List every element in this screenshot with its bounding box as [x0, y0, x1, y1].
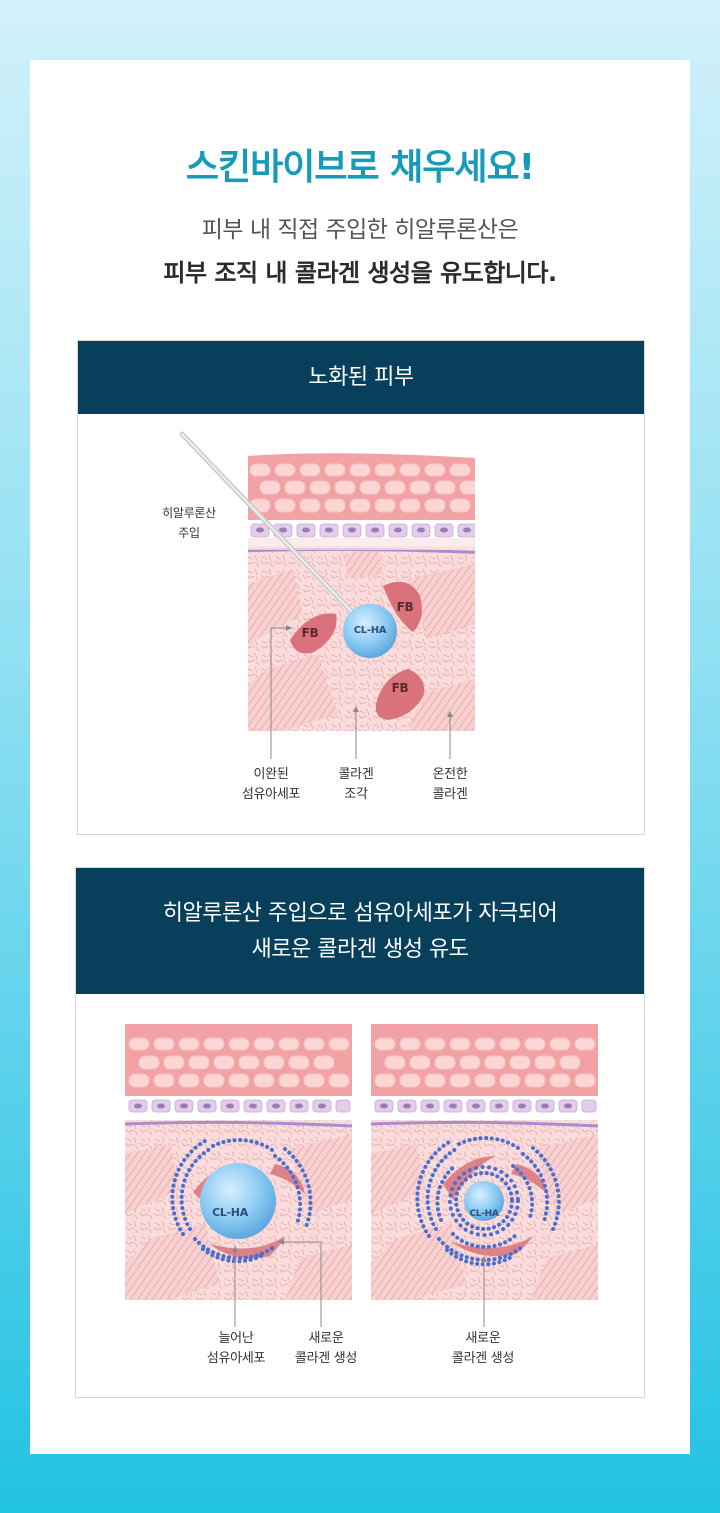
- content-card: 스킨바이브로 채우세요! 피부 내 직접 주입한 히알루론산은 피부 조직 내 …: [30, 60, 690, 1454]
- fibroblast-cells: [290, 581, 425, 720]
- new-collagen-panel: 히알루론산 주입으로 섬유아세포가 자극되어 새로운 콜라겐 생성 유도: [75, 867, 645, 1398]
- ha-sphere-left: [200, 1163, 276, 1239]
- skin-section-left: [123, 1022, 354, 1302]
- new-collagen-panel-title: 히알루론산 주입으로 섬유아세포가 자극되어 새로운 콜라겐 생성 유도: [76, 868, 644, 994]
- ha-sphere-label: CL-HA: [353, 625, 387, 636]
- collagen-dots-right: [415, 1136, 561, 1267]
- new-collagen-illustration: [123, 1022, 600, 1327]
- aged-skin-panel-title: 노화된 피부: [78, 341, 644, 414]
- ha-sphere-left-label: CL-HA: [212, 1206, 248, 1219]
- subtitle-line-2: 피부 조직 내 콜라겐 생성을 유도합니다.: [163, 259, 557, 287]
- skin-section-right: [369, 1022, 600, 1302]
- collagen-dots-left: [170, 1138, 313, 1264]
- injection-label: 히알루론산 주입: [162, 506, 216, 540]
- fibroblast-label-1: FB: [301, 626, 319, 640]
- headline: 스킨바이브로 채우세요!: [185, 147, 535, 188]
- callout-stretched-fibroblast: 늘어난 섬유아세포: [206, 1331, 266, 1366]
- callout-relaxed-fibroblast: 이완된 섬유아세포: [241, 767, 301, 802]
- ha-sphere-right-label: CL-HA: [469, 1209, 499, 1219]
- aged-skin-illustration: [179, 431, 475, 759]
- aged-skin-panel: 노화된 피부: [77, 340, 645, 835]
- ha-sphere-right: [464, 1181, 504, 1221]
- ha-sphere: [343, 604, 397, 658]
- skin-cross-section: [248, 453, 475, 732]
- subtitle-line-1: 피부 내 직접 주입한 히알루론산은: [201, 217, 519, 243]
- fibroblast-label-2: FB: [396, 600, 414, 614]
- callout-new-collagen-right: 새로운 콜라겐 생성: [451, 1331, 515, 1366]
- callout-intact-collagen: 온전한 콜라겐: [432, 767, 468, 802]
- fibroblast-label-3: FB: [391, 681, 409, 695]
- callout-collagen-fragment: 콜라겐 조각: [338, 767, 374, 802]
- callout-new-collagen-left: 새로운 콜라겐 생성: [294, 1331, 358, 1366]
